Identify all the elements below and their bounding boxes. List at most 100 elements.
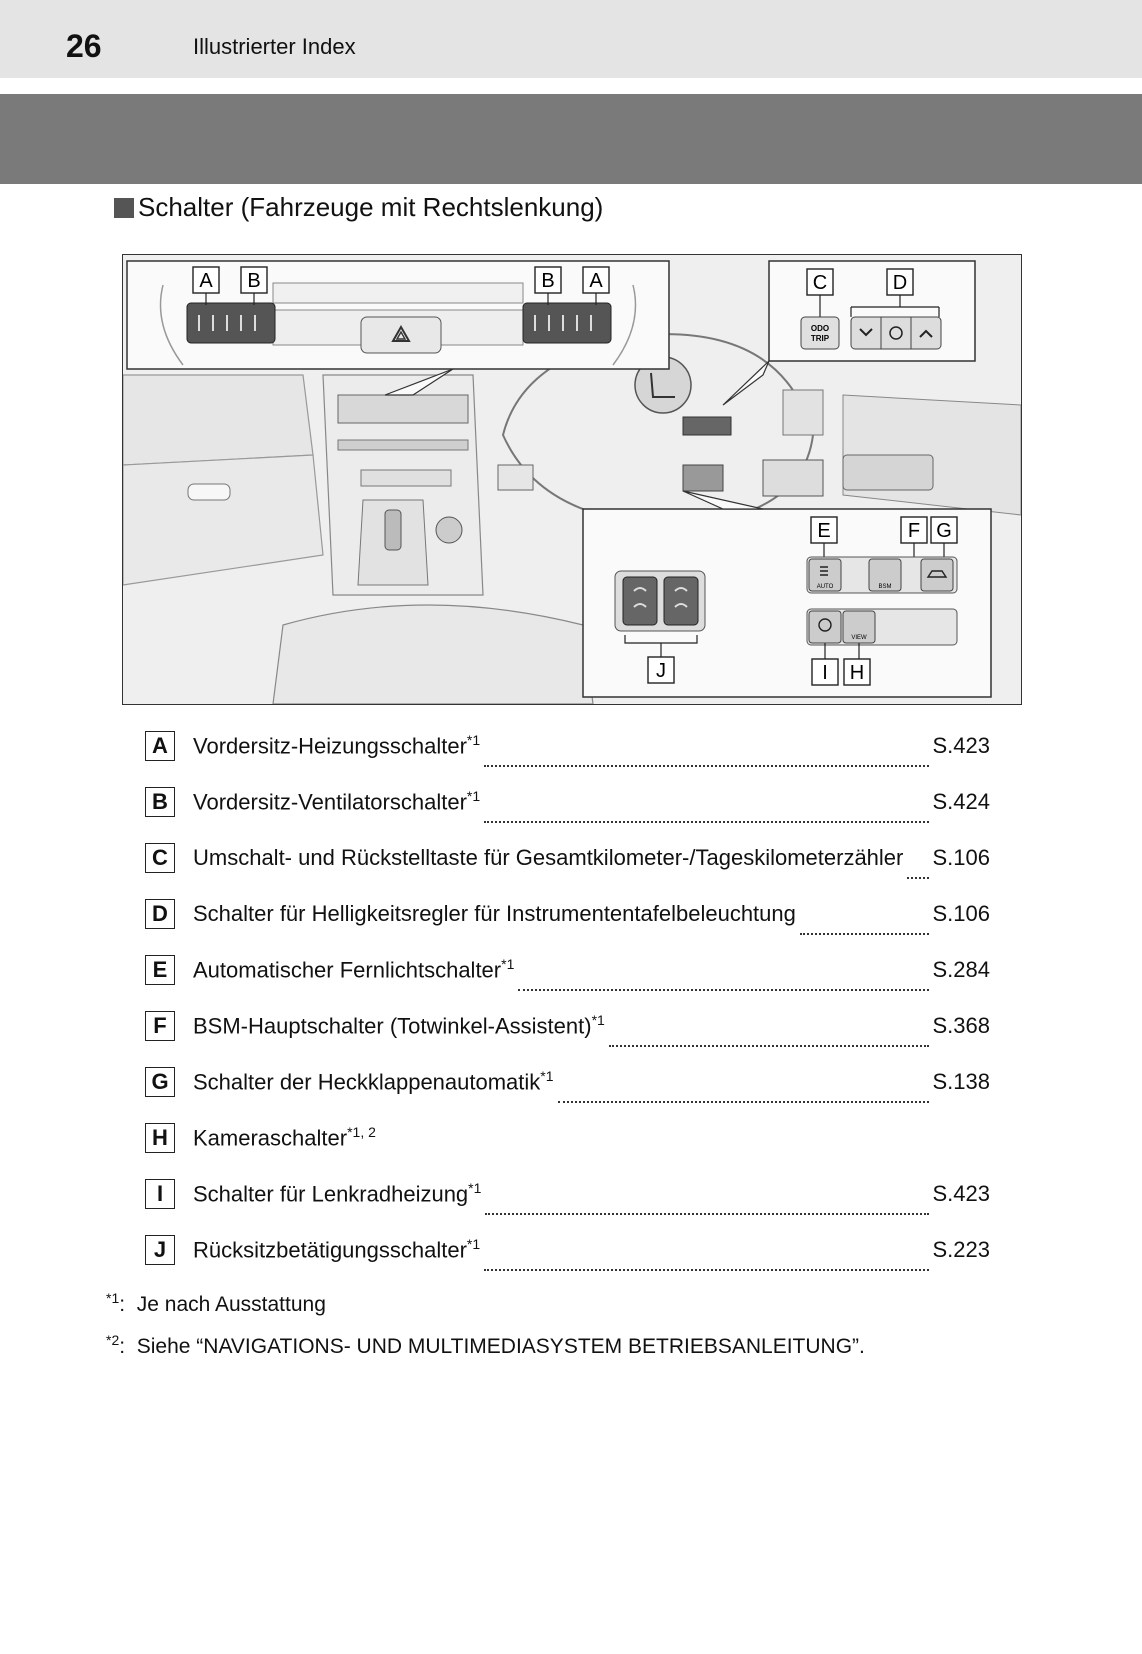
callout-label: C <box>813 272 827 294</box>
item-label-text: Vordersitz-Ventilatorschalter <box>193 790 467 815</box>
footnote-mark: *1 <box>106 1290 119 1306</box>
item-page-ref[interactable]: S.368 <box>933 1013 991 1039</box>
view-text: VIEW <box>851 635 867 641</box>
bsm-text: BSM <box>878 584 891 590</box>
leader-dots <box>485 1212 928 1215</box>
item-page-ref[interactable]: S.284 <box>933 957 991 983</box>
leader-dots <box>609 1044 929 1047</box>
item-label-text: Umschalt- und Rückstelltaste für Gesamtk… <box>193 845 903 870</box>
item-letter-badge: I <box>145 1179 175 1209</box>
item-label: Schalter der Heckklappenautomatik*1 <box>193 1068 554 1095</box>
list-item: F BSM-Hauptschalter (Totwinkel-Assistent… <box>145 998 990 1054</box>
auto-text: AUTO <box>817 584 834 590</box>
list-item: D Schalter für Helligkeitsregler für Ins… <box>145 886 990 942</box>
callout-label: D <box>893 272 907 294</box>
page-header-title: Illustrierter Index <box>193 34 356 60</box>
item-footnote-mark: *1 <box>467 732 480 748</box>
item-letter-badge: G <box>145 1067 175 1097</box>
item-label: Kameraschalter*1, 2 <box>193 1124 376 1151</box>
item-letter-badge: H <box>145 1123 175 1153</box>
item-label-text: Automatischer Fernlichtschalter <box>193 958 501 983</box>
item-letter-badge: A <box>145 731 175 761</box>
trip-text: TRIP <box>811 334 830 343</box>
callout-label: I <box>822 662 828 684</box>
callout-a-right: A <box>583 267 609 293</box>
item-page-ref[interactable]: S.138 <box>933 1069 991 1095</box>
item-letter-badge: E <box>145 955 175 985</box>
callout-label: F <box>908 520 920 542</box>
section-heading: Schalter (Fahrzeuge mit Rechtslenkung) <box>114 192 603 223</box>
item-label: BSM-Hauptschalter (Totwinkel-Assistent)*… <box>193 1012 605 1039</box>
page-number: 26 <box>66 28 102 65</box>
item-label-text: BSM-Hauptschalter (Totwinkel-Assistent) <box>193 1014 592 1039</box>
item-page-ref[interactable]: S.423 <box>933 1181 991 1207</box>
item-letter-badge: B <box>145 787 175 817</box>
list-item: E Automatischer Fernlichtschalter*1 S.28… <box>145 942 990 998</box>
list-item: B Vordersitz-Ventilatorschalter*1 S.424 <box>145 774 990 830</box>
callout-label: A <box>199 270 213 292</box>
item-letter-badge: C <box>145 843 175 873</box>
leader-dots <box>518 988 928 991</box>
footnote-mark: *2 <box>106 1332 119 1348</box>
list-item: H Kameraschalter*1, 2 <box>145 1110 990 1166</box>
callout-d: D <box>887 269 913 295</box>
callout-label: H <box>850 662 864 684</box>
footnote-text: Je nach Ausstattung <box>137 1293 326 1316</box>
callout-g: G <box>931 517 957 543</box>
item-label: Vordersitz-Heizungsschalter*1 <box>193 732 480 759</box>
leader-dots <box>907 876 928 879</box>
item-footnote-mark: *1 <box>592 1012 605 1028</box>
item-label: Automatischer Fernlichtschalter*1 <box>193 956 514 983</box>
item-page-ref[interactable]: S.223 <box>933 1237 991 1263</box>
index-list: A Vordersitz-Heizungsschalter*1 S.423 B … <box>145 718 990 1278</box>
item-footnote-mark: *1, 2 <box>347 1124 376 1140</box>
callout-j: J <box>648 657 674 683</box>
callout-a-left: A <box>193 267 219 293</box>
callout-label: A <box>589 270 603 292</box>
list-item: G Schalter der Heckklappenautomatik*1 S.… <box>145 1054 990 1110</box>
leader-dots <box>484 1268 928 1271</box>
list-item: J Rücksitzbetätigungsschalter*1 S.223 <box>145 1222 990 1278</box>
leader-dots <box>558 1100 929 1103</box>
callout-label: B <box>247 270 260 292</box>
footnote-2: *2: Siehe “NAVIGATIONS- UND MULTIMEDIASY… <box>106 1332 865 1359</box>
item-label: Schalter für Lenkradheizung*1 <box>193 1180 481 1207</box>
item-page-ref[interactable]: S.106 <box>933 845 991 871</box>
list-item: C Umschalt- und Rückstelltaste für Gesam… <box>145 830 990 886</box>
item-label-text: Schalter der Heckklappenautomatik <box>193 1070 540 1095</box>
callout-b-right: B <box>535 267 561 293</box>
item-label-text: Rücksitzbetätigungsschalter <box>193 1238 467 1263</box>
callout-f: F <box>901 517 927 543</box>
list-item: I Schalter für Lenkradheizung*1 S.423 <box>145 1166 990 1222</box>
item-page-ref[interactable]: S.423 <box>933 733 991 759</box>
item-letter-badge: D <box>145 899 175 929</box>
list-item: A Vordersitz-Heizungsschalter*1 S.423 <box>145 718 990 774</box>
callout-c: C <box>807 269 833 295</box>
footnote-text: Siehe “NAVIGATIONS- UND MULTIMEDIASYSTEM… <box>137 1335 865 1358</box>
callout-i: I <box>812 659 838 685</box>
item-label-text: Schalter für Helligkeitsregler für Instr… <box>193 901 796 926</box>
item-label-text: Kameraschalter <box>193 1126 347 1151</box>
item-page-ref[interactable]: S.424 <box>933 789 991 815</box>
item-page-ref[interactable]: S.106 <box>933 901 991 927</box>
item-footnote-mark: *1 <box>540 1068 553 1084</box>
item-footnote-mark: *1 <box>467 788 480 804</box>
callout-label: B <box>541 270 554 292</box>
footnote-1: *1: Je nach Ausstattung <box>106 1290 326 1317</box>
item-label: Vordersitz-Ventilatorschalter*1 <box>193 788 480 815</box>
item-label: Schalter für Helligkeitsregler für Instr… <box>193 901 796 927</box>
item-label: Umschalt- und Rückstelltaste für Gesamtk… <box>193 845 903 871</box>
leader-dots <box>800 932 929 935</box>
item-footnote-mark: *1 <box>468 1180 481 1196</box>
callout-label: J <box>656 660 666 682</box>
callout-label: E <box>817 520 830 542</box>
callout-b-left: B <box>241 267 267 293</box>
leader-dots <box>484 820 928 823</box>
item-label: Rücksitzbetätigungsschalter*1 <box>193 1236 480 1263</box>
section-title: Schalter (Fahrzeuge mit Rechtslenkung) <box>138 192 603 223</box>
page-header-bar: 26 Illustrierter Index <box>0 0 1142 78</box>
chapter-band <box>0 94 1142 184</box>
item-footnote-mark: *1 <box>467 1236 480 1252</box>
item-footnote-mark: *1 <box>501 956 514 972</box>
leader-dots <box>484 764 928 767</box>
